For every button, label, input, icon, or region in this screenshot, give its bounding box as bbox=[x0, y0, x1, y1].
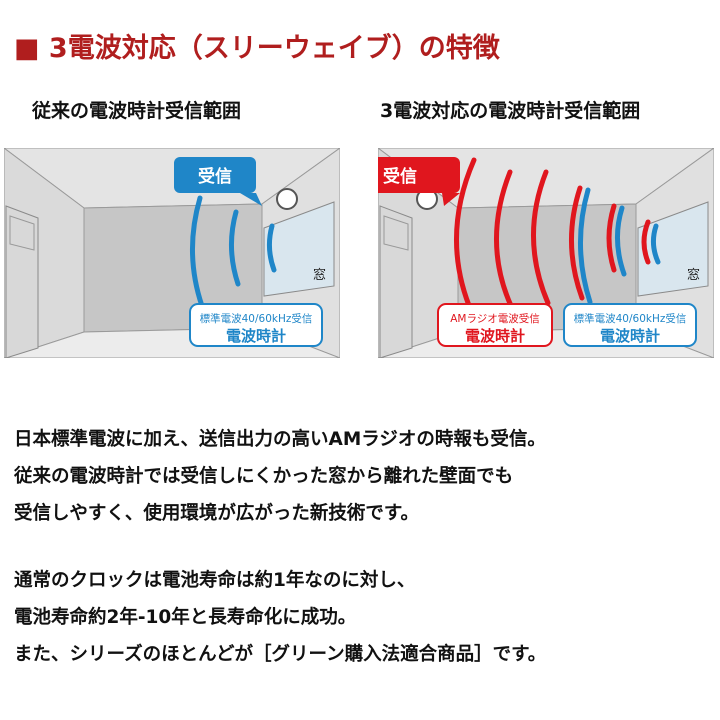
box2-small-label: 標準電波40/60kHz受信 bbox=[574, 312, 687, 325]
receive-bubble-label: 受信 bbox=[198, 166, 232, 187]
blue-wave-arcs bbox=[577, 187, 661, 305]
box-big-label: 電波時計 bbox=[226, 327, 286, 345]
box1-small-label: AMラジオ電波受信 bbox=[450, 312, 540, 325]
right-panel-caption: 3電波対応の電波時計受信範囲 bbox=[380, 100, 641, 122]
conventional-reception-illustration: 受信 窓 標準電波40/60kHz受信 電波時計 bbox=[4, 148, 340, 358]
box2-big-label: 電波時計 bbox=[600, 327, 660, 345]
box-small-label: 標準電波40/60kHz受信 bbox=[200, 312, 313, 325]
left-panel-caption: 従来の電波時計受信範囲 bbox=[32, 100, 242, 122]
red-wave-arcs bbox=[454, 157, 651, 316]
window-label: 窓 bbox=[313, 267, 326, 283]
am-radio-clock-label-box: AMラジオ電波受信 電波時計 bbox=[437, 303, 553, 347]
three-wave-reception-illustration: 受信 窓 AMラジオ電波受信 電波時計 標準電波40/60kHz受信 電波時計 bbox=[378, 148, 714, 358]
description-paragraph-2: 通常のクロックは電池寿命は約1年なのに対し、 電池寿命約2年-10年と長寿命化に… bbox=[14, 562, 546, 673]
standard-clock-label-box: 標準電波40/60kHz受信 電波時計 bbox=[563, 303, 697, 347]
description-paragraph-1: 日本標準電波に加え、送信出力の高いAMラジオの時報も受信。 従来の電波時計では受… bbox=[14, 421, 546, 532]
page-title: ■ 3電波対応（スリーウェイブ）の特徴 bbox=[14, 33, 500, 64]
box1-big-label: 電波時計 bbox=[465, 327, 525, 345]
receive-bubble-label: 受信 bbox=[383, 166, 417, 187]
paragraph-line: 電池寿命約2年-10年と長寿命化に成功。 bbox=[14, 607, 357, 628]
radio-clock-label-box: 標準電波40/60kHz受信 電波時計 bbox=[189, 303, 323, 347]
blue-wave-arcs bbox=[189, 195, 277, 309]
receive-bubble: 受信 bbox=[378, 157, 460, 206]
paragraph-line: また、シリーズのほとんどが［グリーン購入法適合商品］です。 bbox=[14, 644, 547, 665]
paragraph-line: 従来の電波時計では受信しにくかった窓から離れた壁面でも bbox=[14, 466, 514, 487]
paragraph-line: 通常のクロックは電池寿命は約1年なのに対し、 bbox=[14, 570, 416, 591]
paragraph-line: 受信しやすく、使用環境が広がった新技術です。 bbox=[14, 503, 419, 524]
paragraph-line: 日本標準電波に加え、送信出力の高いAMラジオの時報も受信。 bbox=[14, 429, 546, 450]
receive-bubble: 受信 bbox=[174, 157, 262, 206]
window-label: 窓 bbox=[687, 267, 700, 283]
